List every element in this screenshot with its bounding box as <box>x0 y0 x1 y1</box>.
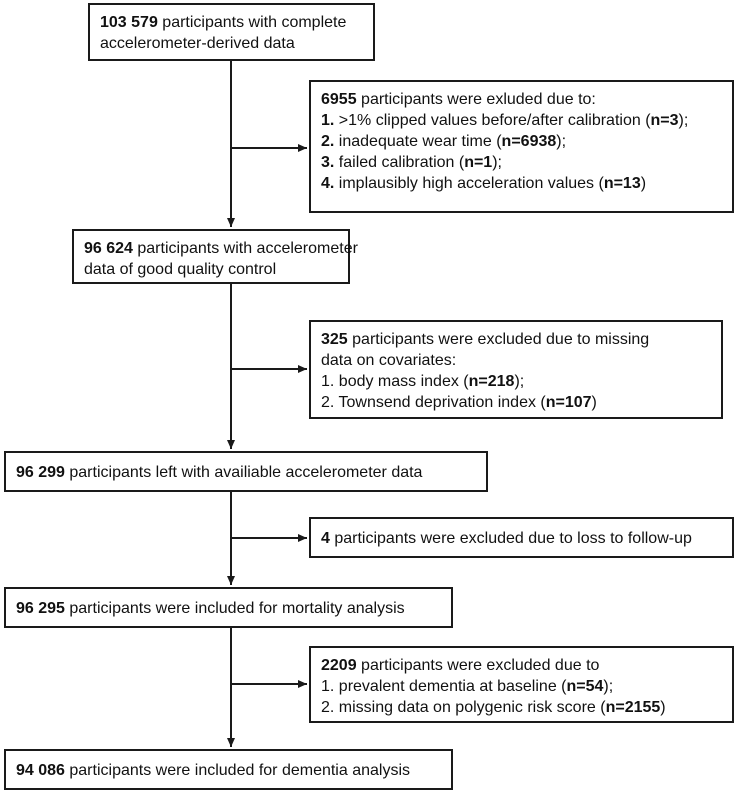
qc-count: 96 624 <box>84 240 133 257</box>
excl1-item-4: 4. implausibly high acceleration values … <box>321 175 647 192</box>
excl2-text: participants were excluded due to missin… <box>347 331 650 348</box>
excl1-item-2: 2. inadequate wear time (n=6938); <box>321 133 567 150</box>
qc-text: participants with accelerometer <box>132 240 358 257</box>
excl2-text-line2: data on covariates: <box>321 352 457 369</box>
excl3-text: participants were excluded due to loss t… <box>329 530 692 547</box>
left-text: participants left with availiable accele… <box>64 464 423 481</box>
dementia-count: 94 086 <box>16 762 65 779</box>
excl3-count: 4 <box>321 530 330 547</box>
qc-text-line2: data of good quality control <box>84 261 277 278</box>
start-text: participants with complete <box>157 14 347 31</box>
dementia-box: 94 086 participants were included for de… <box>4 749 453 790</box>
exclusion-box-2: 325 participants were excluded due to mi… <box>309 320 723 419</box>
excl2-item-2: 2. Townsend deprivation index (n=107) <box>321 394 597 411</box>
excl1-count: 6955 <box>321 91 357 108</box>
dementia-text: participants were included for dementia … <box>64 762 411 779</box>
quality-control-box: 96 624 participants with accelerometer d… <box>72 229 358 284</box>
left-count: 96 299 <box>16 464 65 481</box>
exclusion-box-1: 6955 participants were exluded due to: 1… <box>309 80 734 213</box>
excl1-item-3: 3. failed calibration (n=1); <box>321 154 502 171</box>
excl2-item-1: 1. body mass index (n=218); <box>321 373 525 390</box>
exclusion-box-3: 4 participants were excluded due to loss… <box>309 517 734 558</box>
start-count: 103 579 <box>100 14 158 31</box>
excl4-count: 2209 <box>321 657 357 674</box>
excl4-item-2: 2. missing data on polygenic risk score … <box>321 699 666 716</box>
excl4-item-1: 1. prevalent dementia at baseline (n=54)… <box>321 678 614 695</box>
available-data-box: 96 299 participants left with availiable… <box>4 451 488 492</box>
excl4-text: participants were excluded due to <box>356 657 600 674</box>
excl2-count: 325 <box>321 331 348 348</box>
start-box: 103 579 participants with complete accel… <box>88 3 375 61</box>
start-text-line2: accelerometer-derived data <box>100 35 295 52</box>
excl1-text: participants were exluded due to: <box>356 91 596 108</box>
mortality-count: 96 295 <box>16 600 65 617</box>
exclusion-box-4: 2209 participants were excluded due to 1… <box>309 646 734 723</box>
mortality-box: 96 295 participants were included for mo… <box>4 587 453 628</box>
mortality-text: participants were included for mortality… <box>64 600 405 617</box>
excl1-item-1: 1. >1% clipped values before/after calib… <box>321 112 689 129</box>
